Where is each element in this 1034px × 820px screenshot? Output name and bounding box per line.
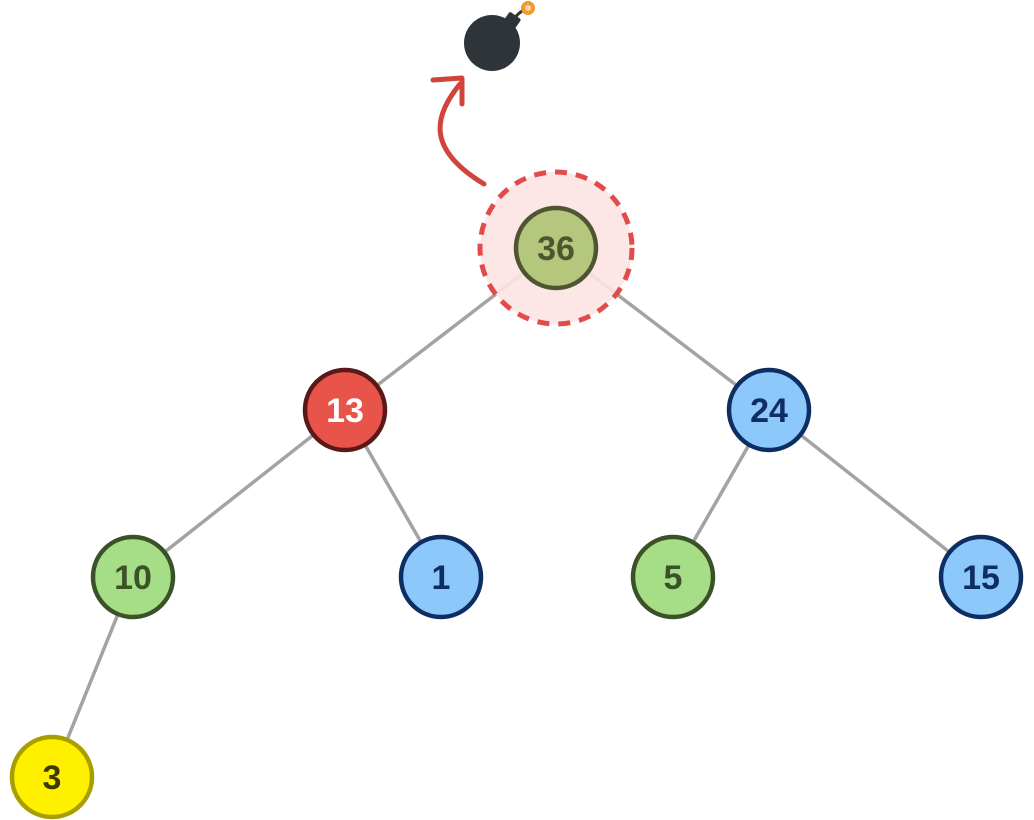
- node-circle: [938, 534, 1024, 620]
- tree-node-10: 10: [90, 534, 176, 620]
- tree-node-3: 3: [9, 734, 95, 820]
- bomb-icon: [464, 1, 535, 71]
- node-label: 1: [432, 559, 451, 597]
- bomb-spark-core: [525, 5, 531, 11]
- node-label: 13: [326, 392, 364, 430]
- tree-node-5: 5: [630, 534, 716, 620]
- node-label: 24: [750, 392, 788, 430]
- node-label: 5: [664, 559, 683, 597]
- removal-annotation: [430, 1, 535, 187]
- node-circle: [90, 534, 176, 620]
- node-label: 10: [114, 559, 152, 597]
- removal-arrowhead: [430, 75, 465, 107]
- node-circle: [9, 734, 95, 820]
- node-circle: [398, 534, 484, 620]
- edge-13-10: [131, 408, 347, 579]
- edge-24-15: [767, 408, 983, 579]
- bomb-body: [464, 15, 520, 71]
- tree-node-15: 15: [938, 534, 1024, 620]
- edges-layer: [50, 246, 983, 778]
- node-label: 3: [43, 759, 62, 797]
- node-circle: [630, 534, 716, 620]
- node-label: 36: [537, 230, 575, 268]
- tree-node-36: 36: [513, 205, 599, 291]
- removal-arrow: [437, 81, 487, 187]
- tree-node-24: 24: [726, 367, 812, 453]
- tree-node-1: 1: [398, 534, 484, 620]
- node-circle: [513, 205, 599, 291]
- node-circle: [726, 367, 812, 453]
- node-circle: [302, 367, 388, 453]
- node-label: 15: [962, 559, 1000, 597]
- tree-node-13: 13: [302, 367, 388, 453]
